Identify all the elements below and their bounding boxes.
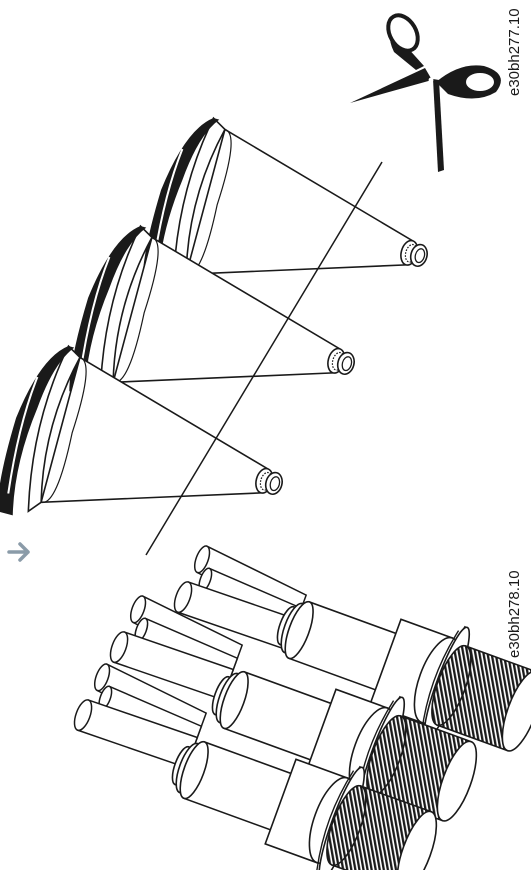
arrow-right-icon [7, 542, 30, 562]
scissors-icon [350, 13, 501, 172]
figure-code-top: e30bh277.10 [506, 8, 523, 96]
figure-code-bottom: e30bh278.10 [506, 570, 523, 658]
cut-line [145, 161, 383, 556]
arrow-shape [7, 542, 30, 562]
